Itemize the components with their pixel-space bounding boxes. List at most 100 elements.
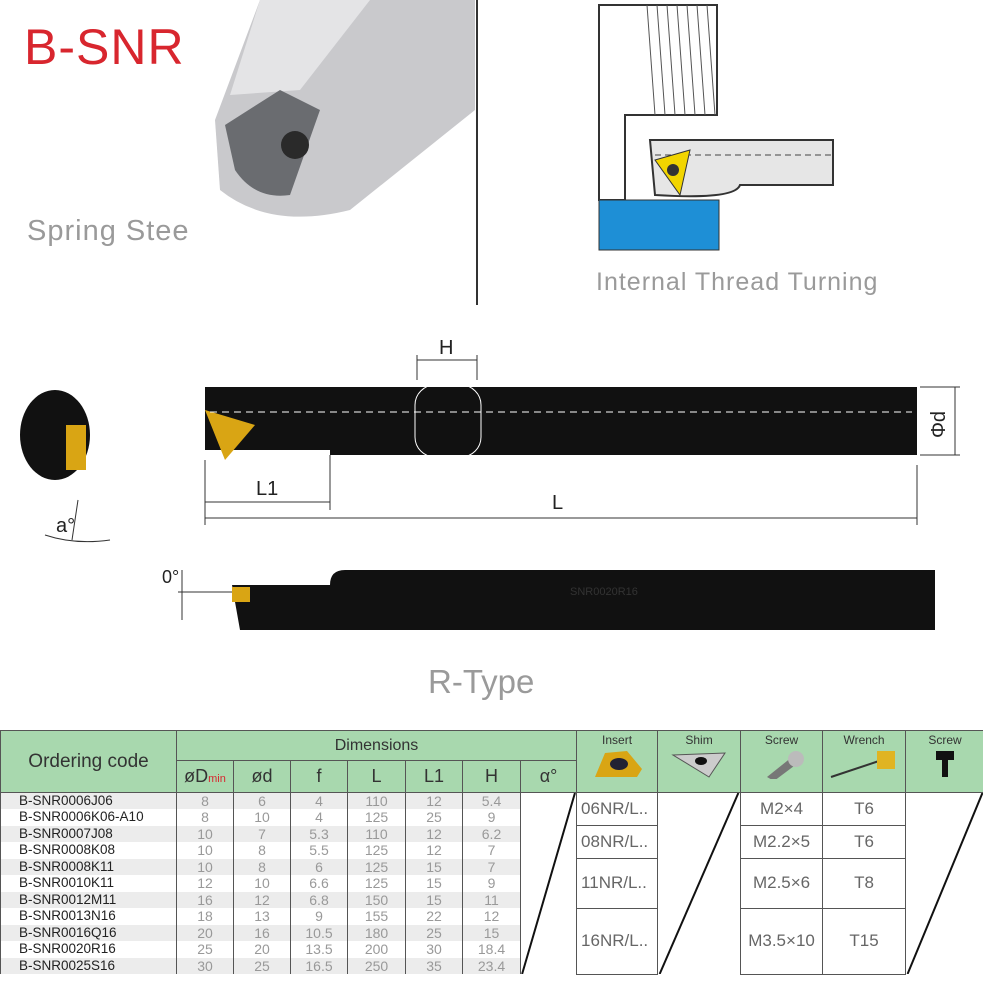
col-h: H — [462, 760, 521, 793]
dim-d: 10 — [176, 858, 234, 875]
col-insert: Insert — [576, 730, 659, 793]
dim-l1: 12 — [405, 825, 463, 842]
dim-d: 8 — [233, 842, 291, 859]
col-ordering-code: Ordering code — [0, 730, 177, 793]
dim-d: 20 — [233, 941, 291, 958]
ordering-code: B-SNR0013N16 — [0, 908, 177, 925]
product-title: B-SNR — [24, 19, 185, 75]
col-l1: L1 — [405, 760, 463, 793]
dim-h: 18.4 — [462, 941, 521, 958]
wrench-size: T15 — [822, 907, 907, 975]
dim-d: 10 — [176, 825, 234, 842]
diagram-caption: Internal Thread Turning — [596, 268, 879, 296]
dim-d: 6 — [233, 792, 291, 809]
dim-d: 10 — [176, 842, 234, 859]
dim-l1: 25 — [405, 809, 463, 826]
dim-l: 250 — [347, 957, 406, 974]
screw-2-na — [905, 792, 983, 974]
dim-l1: 25 — [405, 924, 463, 941]
dim-d: 16 — [176, 891, 234, 908]
dim-l1: 12 — [405, 792, 463, 809]
dim-l: 125 — [347, 809, 406, 826]
dim-f: 10.5 — [290, 924, 348, 941]
dim-h: 5.4 — [462, 792, 521, 809]
dim-l1: 15 — [405, 875, 463, 892]
dim-h: 11 — [462, 891, 521, 908]
col-screw: Screw — [740, 730, 824, 793]
dim-d: 10 — [233, 875, 291, 892]
ordering-code: B-SNR0012M11 — [0, 891, 177, 908]
dim-d: 20 — [176, 924, 234, 941]
dim-h: 23.4 — [462, 957, 521, 974]
dim-l1: 15 — [405, 891, 463, 908]
ordering-code: B-SNR0006K06-A10 — [0, 809, 177, 826]
dim-l1: 12 — [405, 842, 463, 859]
wrench-icon — [830, 751, 896, 778]
screw-icon — [766, 751, 804, 779]
thread-turning-diagram — [598, 4, 834, 251]
dim-d: 8 — [176, 809, 234, 826]
dim-l: 155 — [347, 908, 406, 925]
dim-d: 12 — [233, 891, 291, 908]
ordering-code: B-SNR0016Q16 — [0, 924, 177, 941]
dim-h: 9 — [462, 875, 521, 892]
shim-icon — [671, 752, 727, 778]
dim-l: 200 — [347, 941, 406, 958]
dim-f: 5.3 — [290, 825, 348, 842]
col-l: L — [347, 760, 406, 793]
col-wrench: Wrench — [822, 730, 907, 793]
dim-d: 8 — [176, 792, 234, 809]
wrench-size: T6 — [822, 792, 907, 826]
dim-l: 150 — [347, 891, 406, 908]
dim-h: 12 — [462, 908, 521, 925]
dim-f: 4 — [290, 792, 348, 809]
dim-f: 6.6 — [290, 875, 348, 892]
tool-drawing — [20, 355, 960, 630]
col-shim: Shim — [657, 730, 742, 793]
col-dimensions: Dimensions — [175, 730, 578, 761]
col-d-min: øDmin — [176, 760, 234, 793]
insert-code: 06NR/L.. — [576, 792, 659, 826]
dim-d: 8 — [233, 858, 291, 875]
screw-size: M2.2×5 — [740, 825, 824, 859]
dim-l: 110 — [347, 825, 406, 842]
insert-code: 16NR/L.. — [576, 907, 659, 975]
dim-d: 16 — [233, 924, 291, 941]
dim-l: 125 — [347, 858, 406, 875]
dim-d: 7 — [233, 825, 291, 842]
screw-2-icon — [936, 751, 955, 777]
dim-l1: 15 — [405, 858, 463, 875]
dim-f: 16.5 — [290, 957, 348, 974]
dim-l-label: L — [552, 492, 564, 514]
alpha-na — [519, 792, 578, 974]
bar-side — [232, 570, 935, 630]
insert-code: 08NR/L.. — [576, 825, 659, 859]
dim-f: 6 — [290, 858, 348, 875]
insert-end-view — [66, 425, 86, 470]
dim-f: 9 — [290, 908, 348, 925]
dim-l: 125 — [347, 842, 406, 859]
ordering-code: B-SNR0025S16 — [0, 957, 177, 974]
dim-f: 13.5 — [290, 941, 348, 958]
ordering-code: B-SNR0007J08 — [0, 825, 177, 842]
type-label: R-Type — [428, 663, 535, 700]
dim-h: 9 — [462, 809, 521, 826]
dim-l1-label: L1 — [256, 478, 279, 500]
dim-a-label: a° — [56, 515, 76, 537]
ordering-code: B-SNR0008K08 — [0, 842, 177, 859]
dim-l1: 30 — [405, 941, 463, 958]
divider — [476, 0, 478, 305]
shim-na — [657, 792, 742, 974]
insert-icon — [595, 751, 643, 777]
dim-0-label: 0° — [162, 567, 180, 587]
dim-h: 6.2 — [462, 825, 521, 842]
screw-size: M3.5×10 — [740, 907, 824, 975]
